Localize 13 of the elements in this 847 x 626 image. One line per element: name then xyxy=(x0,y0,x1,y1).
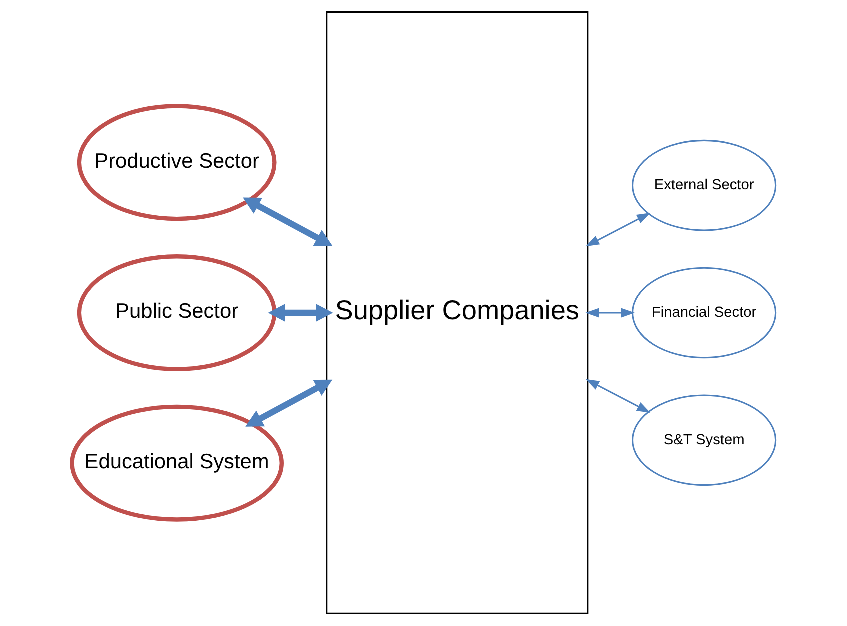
node-ellipse: External Sector xyxy=(632,140,776,232)
node-ellipse: S&T System xyxy=(632,394,776,486)
node-ellipse: Public Sector xyxy=(76,254,276,372)
arrow xyxy=(242,198,332,246)
node-box: Supplier Companies xyxy=(326,12,588,614)
arrow xyxy=(585,379,650,413)
arrow xyxy=(268,304,333,322)
node-ellipse: Educational System xyxy=(70,404,284,522)
node-ellipse: Financial Sector xyxy=(632,267,776,359)
arrow xyxy=(585,308,635,318)
node-ellipse: Productive Sector xyxy=(76,104,276,222)
arrow xyxy=(245,380,332,427)
arrow xyxy=(585,213,650,247)
